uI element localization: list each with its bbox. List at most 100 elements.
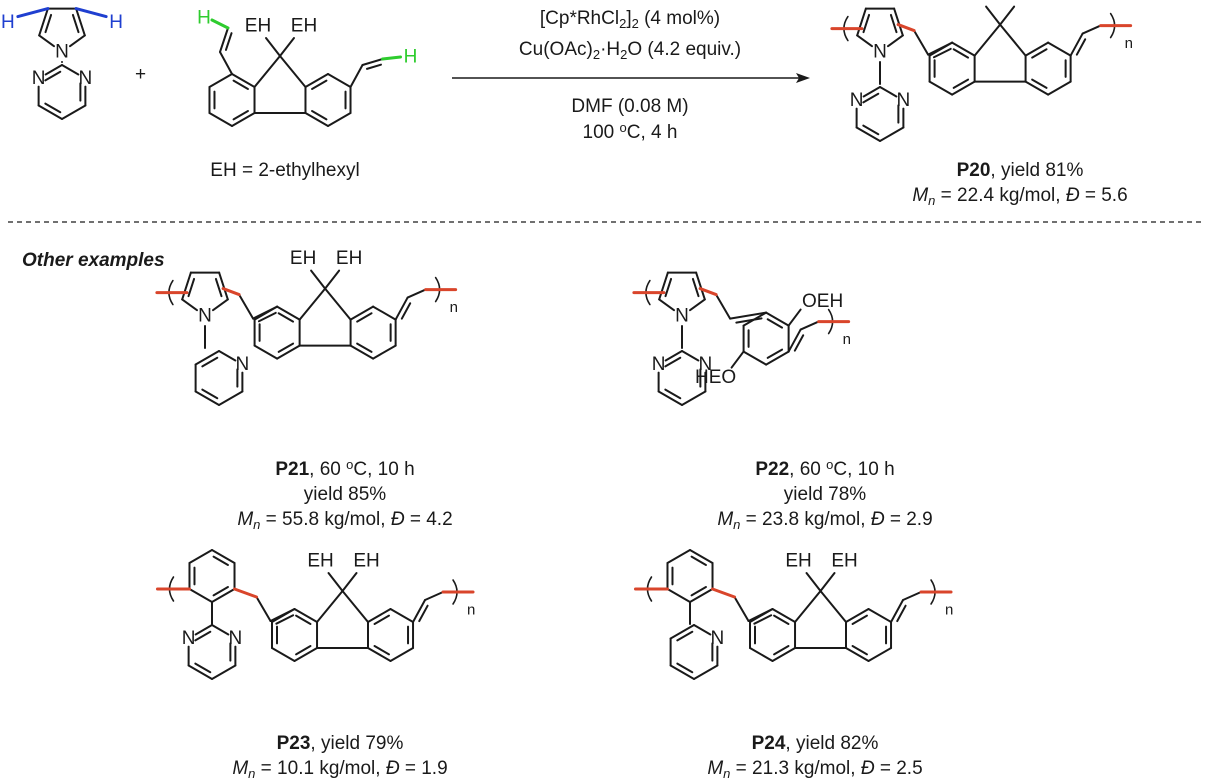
bond-line [406,288,427,299]
bond-line [693,624,712,636]
bond-line [211,664,237,680]
bond-line [855,126,881,142]
atom-label: EH [785,551,811,572]
bond-line [862,86,881,98]
atom-label: N [229,628,243,649]
bond-line [689,588,714,603]
bond-line [238,293,255,320]
atom-label: n [467,602,475,619]
bond-line [773,614,790,625]
bond-line [927,41,954,56]
bond-line [657,390,683,406]
atom-label: N [897,90,911,111]
atom-label: N [850,90,864,111]
bond-line [349,344,375,360]
atom-label: HEO [695,367,736,388]
bond-line [304,112,329,127]
bond-line [902,591,923,601]
bond-line [681,350,700,362]
bond-line [61,104,87,120]
bond-line [233,587,259,599]
bond-line [271,647,296,662]
bond-line [327,112,352,127]
bond-line [412,599,427,623]
bond-line [276,344,301,360]
bond-line [766,318,784,329]
bond-line [879,86,898,98]
bond-line [68,34,86,48]
bond-line [211,298,229,312]
atom-label: EH [1011,0,1037,5]
bond-line [1047,80,1072,96]
product-p24-caption: P24, yield 82% [751,733,879,754]
bond-line [688,298,706,312]
bond-line [44,102,62,114]
bond-line [749,647,774,662]
bond-line [327,73,352,88]
bond-line [231,112,256,127]
bond-line [952,78,970,89]
bond-line [253,55,281,88]
bond-line [851,645,868,656]
bond-line [896,604,907,623]
bond-line [893,7,904,37]
bond-line [349,305,375,321]
atom-label: N [182,628,196,649]
bond-line [275,614,295,625]
bond-line [952,48,970,59]
bond-line [298,287,327,321]
bond-line [695,271,706,301]
bond-line [356,312,373,323]
bond-line [194,624,213,636]
atom-label: H [1,12,15,33]
product-p23-caption: P23, yield 79% [276,733,404,754]
atom-labels: NNNHHEHEHHHNNNEHEHnNNEHEHnNNNOEHHEOnNNEH… [1,0,1133,649]
bond-line [372,305,397,321]
product-p24-mn: Mn = 21.3 kg/mol, Đ = 2.5 [707,758,923,781]
bond-line [218,271,229,301]
atom-label: H [197,8,211,29]
bond-line [951,41,976,57]
reaction-arrow-head [796,73,810,83]
bond-line [856,34,874,48]
bond-line [324,269,341,290]
bond-line [16,7,50,19]
bond-line [862,124,880,136]
bond-line [690,555,707,566]
bond-line [232,110,249,121]
bond-line [799,320,820,331]
bond-line [188,588,213,603]
bond-line [276,305,301,321]
bond-line [928,80,954,96]
atom-label: N [675,306,689,327]
atom-label: EH [291,16,317,37]
bond-line [913,29,930,56]
bond-line [293,647,319,662]
bond-line [819,590,847,623]
bond-line [985,5,1002,26]
bond-line [44,13,53,34]
bond-line [973,23,1002,57]
bond-line [218,350,237,362]
bond-line [208,73,233,88]
bond-line [879,126,905,142]
atom-label: N [79,68,93,89]
bond-line [951,80,976,96]
atom-label: n [843,331,851,348]
atom-label: N [198,306,212,327]
bond-line [327,572,344,592]
bond-line [896,23,916,33]
product-p21-mn: Mn = 55.8 kg/mol, Đ = 4.2 [237,509,453,532]
atom-label: EH [290,248,316,269]
atom-label: N [699,354,713,375]
atom-label: OEH [802,291,843,312]
bond-line [277,312,295,323]
bond-line [676,630,694,642]
bond-line [231,73,256,88]
atom-label: EH [245,16,271,37]
bond-line [37,104,63,120]
bond-line [730,350,745,369]
bond-line [932,47,952,59]
bond-line [1047,41,1072,57]
bond-line [669,624,695,640]
